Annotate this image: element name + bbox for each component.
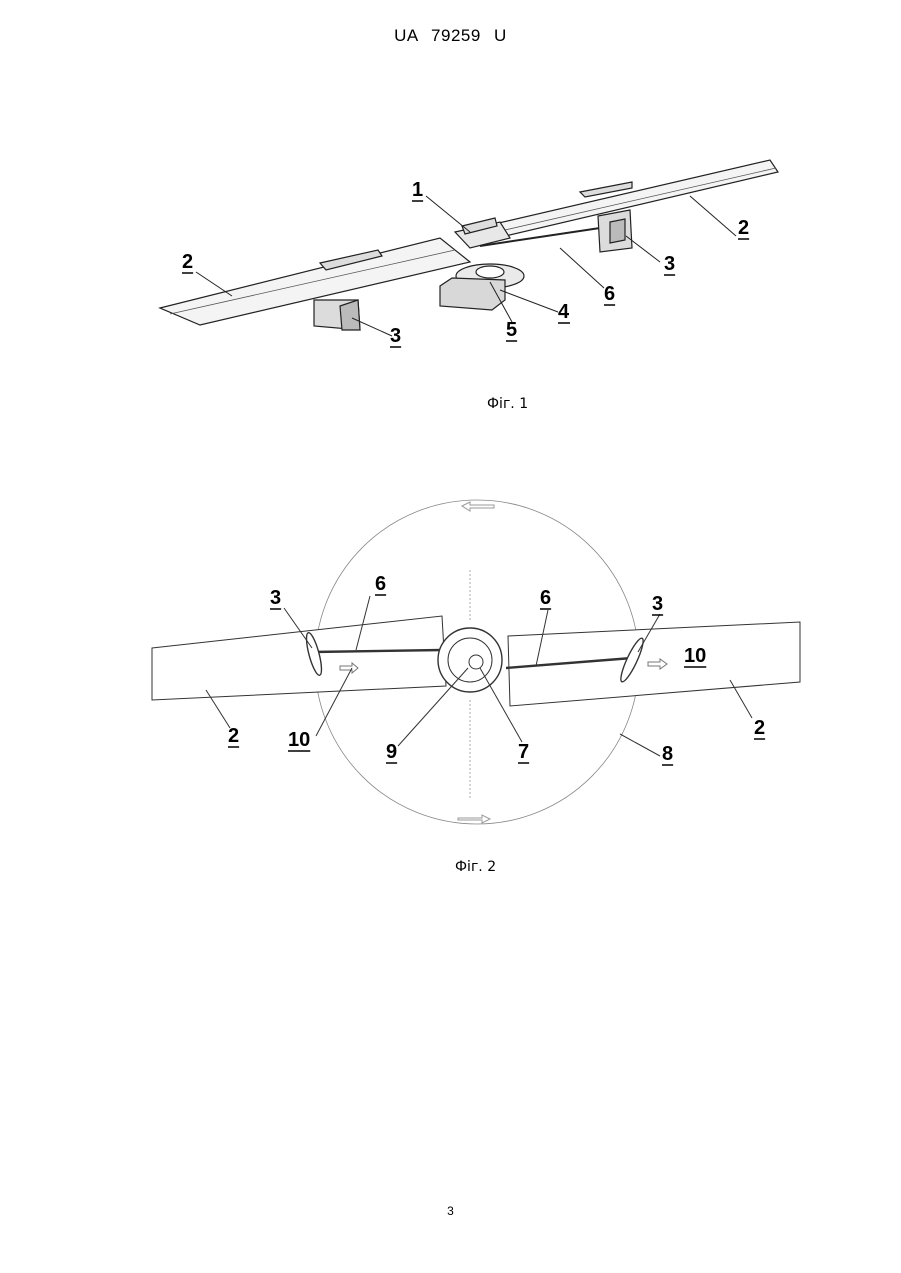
figure-2-drawing: 3 6 6 3 10 2 10 9 7 8 2 <box>0 490 901 840</box>
fig2-label-10-left: 10 <box>288 729 310 751</box>
fig2-label-2-right: 2 <box>754 717 765 739</box>
fig1-label-2-left: 2 <box>182 251 193 273</box>
fig1-label-1: 1 <box>412 179 423 201</box>
motor-housing <box>440 278 505 310</box>
figure-2-caption: Фіг. 2 <box>455 859 496 875</box>
figure-1-drawing: 1 2 2 3 3 4 5 6 <box>0 150 901 360</box>
fig1-label-3-left: 3 <box>390 325 401 347</box>
axis <box>469 655 483 669</box>
arrow-top <box>462 502 494 511</box>
fig1-label-6: 6 <box>604 283 615 305</box>
fig1-label-2-right: 2 <box>738 217 749 239</box>
fig2-label-2-left: 2 <box>228 725 239 747</box>
fig1-label-4: 4 <box>558 301 570 323</box>
arrow-bottom <box>458 815 490 823</box>
figure-1-caption: Фіг. 1 <box>487 396 528 412</box>
fig2-label-10-right: 10 <box>684 645 706 667</box>
fig2-label-6-left: 6 <box>375 573 386 595</box>
fig2-label-3-left: 3 <box>270 587 281 609</box>
fig1-label-5: 5 <box>506 319 517 341</box>
page-number: 3 <box>0 1204 901 1218</box>
patent-number-header: UA 79259 U <box>0 26 901 46</box>
fig2-label-7: 7 <box>518 741 529 763</box>
fig2-label-9: 9 <box>386 741 397 763</box>
fig1-label-3-right: 3 <box>664 253 675 275</box>
fig2-label-6-right: 6 <box>540 587 551 609</box>
fig2-label-3-right: 3 <box>652 593 663 615</box>
fig2-label-8: 8 <box>662 743 673 765</box>
